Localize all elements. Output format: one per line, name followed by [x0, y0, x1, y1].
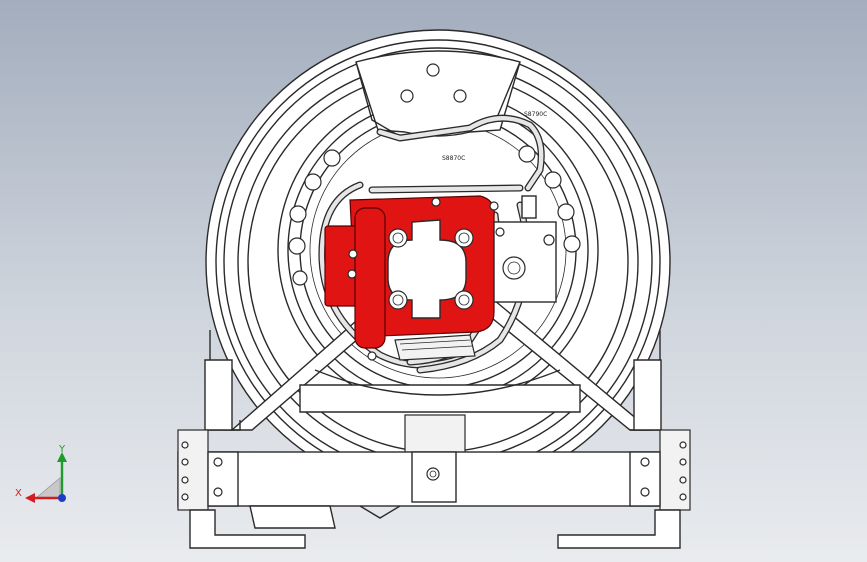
part-label-center: S8870C: [442, 155, 465, 162]
y-axis-label: Y: [58, 444, 66, 455]
axis-triad: Y X: [15, 444, 67, 503]
base-frame: [177, 429, 691, 549]
z-axis-dot: [58, 494, 66, 502]
hub-bolt-circle: [288, 145, 581, 286]
gear-detail: [394, 334, 476, 361]
motor-flange-red[interactable]: [324, 195, 499, 361]
part-label-top: S8790C: [524, 111, 547, 118]
top-plate: [355, 50, 521, 137]
valve-block[interactable]: [493, 195, 557, 303]
x-axis-label: X: [15, 488, 22, 499]
